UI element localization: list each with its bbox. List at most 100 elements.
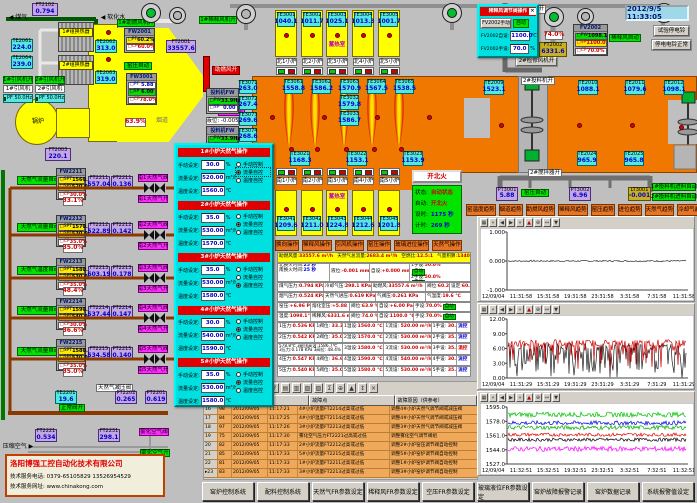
gas-radio-3-温度自控[interactable]: 温度自控 <box>236 281 270 289</box>
trend-button-2[interactable]: 烟道趋势 <box>498 204 523 216</box>
chart-tool-5[interactable]: ▲ <box>525 393 533 402</box>
gas-input-2-1[interactable]: 530.00 <box>200 225 225 236</box>
gas-radio-4-手动控制[interactable]: 手动控制 <box>236 318 270 326</box>
trend-button-7[interactable]: 天然气趋势 <box>644 204 675 216</box>
bottom-button-1[interactable]: 窑炉控制系统 <box>202 482 254 501</box>
chart-tool-4[interactable]: » <box>516 393 524 402</box>
gas-input-2-0[interactable]: 35.0 <box>200 212 225 223</box>
chart-tool-4[interactable]: » <box>516 305 524 314</box>
bottom-button-7[interactable]: 窑炉故障报警记录 <box>532 482 584 501</box>
op-button-6[interactable]: 天然气操作 <box>432 240 462 251</box>
chart-tool-1[interactable]: « <box>489 218 497 227</box>
alarm-tool-8[interactable]: ⊕ <box>336 383 345 393</box>
gas-radio-5-流量自控[interactable]: 流量自控 <box>236 378 270 386</box>
bottom-button-4[interactable]: 稀释风FR参数设定 <box>367 482 419 501</box>
gas-input-5-0[interactable]: 35.0 <box>200 370 225 380</box>
chart-tool-0[interactable]: ▦ <box>480 218 488 227</box>
op-button-1[interactable]: 换向操作 <box>275 240 300 251</box>
alarm-tool-5[interactable]: ▧ <box>303 383 312 393</box>
gas-input-3-2[interactable]: 1580.0 <box>200 291 225 301</box>
gas-input-5-1[interactable]: 530.00 <box>200 383 225 393</box>
gas-input-1-0[interactable]: 30.0 <box>200 160 225 170</box>
chart-tool-1[interactable]: « <box>489 393 497 402</box>
gas-radio-2-流量自控[interactable]: 流量自控 <box>236 221 270 229</box>
bottom-button-3[interactable]: 天然气FR参数设定 <box>312 482 364 501</box>
trend-button-5[interactable]: 窑压趋势 <box>590 204 615 216</box>
bottom-button-5[interactable]: 空压FR参数设定 <box>422 482 474 501</box>
alarm-tool-10[interactable]: ↕ <box>358 383 367 393</box>
gas-radio-4-温度自控[interactable]: 温度自控 <box>236 334 270 342</box>
gas-input-4-0[interactable]: 30.0 <box>200 317 225 328</box>
chart-tool-2[interactable]: ◀ <box>498 305 506 314</box>
gas-input-3-0[interactable]: 35.0 <box>200 265 225 275</box>
op-button-4[interactable]: 窑压操作 <box>367 240 392 251</box>
fv2002-manual-button[interactable]: FV2002手动 <box>481 19 511 28</box>
chart-tool-3[interactable]: ▶ <box>507 218 515 227</box>
alarm-tool-9[interactable]: ▲ <box>347 383 356 393</box>
gas-input-3-1[interactable]: 530.00 <box>200 278 225 288</box>
bell-normal-button[interactable]: 停电电铃正常 <box>652 40 691 50</box>
alarm-tool-11[interactable]: × <box>369 383 378 393</box>
chart-tool-6[interactable]: ⊕ <box>534 218 542 227</box>
gas-radio-1-流量自控[interactable]: 流量自控 <box>235 167 271 177</box>
alarm-tool-3[interactable]: ▤ <box>281 383 290 393</box>
trend-button-6[interactable]: 进位趋势 <box>617 204 642 216</box>
chart-tool-6[interactable]: ⊕ <box>534 393 542 402</box>
trend-button-3[interactable]: 助燃风趋势 <box>525 204 556 216</box>
chart-tool-6[interactable]: ⊕ <box>534 305 542 314</box>
close-icon[interactable]: × <box>529 8 536 15</box>
chart-tool-3[interactable]: ▶ <box>507 305 515 314</box>
chart-tool-5[interactable]: ▲ <box>525 305 533 314</box>
chart-tool-8[interactable]: ▼ <box>552 393 560 402</box>
alarm-tool-7[interactable]: Σ <box>325 383 334 393</box>
gas-radio-3-流量自控[interactable]: 流量自控 <box>236 273 270 281</box>
trend-button-4[interactable]: 稀释风趋势 <box>558 204 588 216</box>
gas-radio-5-温度自控[interactable]: 温度自控 <box>236 386 270 394</box>
chart-tool-5[interactable]: ▲ <box>525 218 533 227</box>
chart-tool-8[interactable]: ▼ <box>552 305 560 314</box>
chart-tool-1[interactable]: « <box>489 305 497 314</box>
gas-radio-5-手动控制[interactable]: 手动控制 <box>236 370 270 378</box>
bottom-button-2[interactable]: 配料控制系统 <box>257 482 309 501</box>
alarm-tool-6[interactable]: ▨ <box>314 383 323 393</box>
bottom-button-9[interactable]: 系统报警值设定 <box>642 482 694 501</box>
trend-button-1[interactable]: 窑温度趋势 <box>466 204 496 216</box>
chart-tool-8[interactable]: ▼ <box>552 218 560 227</box>
gas-input-4-1[interactable]: 540.00 <box>200 330 225 341</box>
gas-radio-3-手动控制[interactable]: 手动控制 <box>236 265 270 273</box>
op-button-2[interactable]: 稀释风操作 <box>302 240 332 251</box>
gas-radio-2-温度自控[interactable]: 温度自控 <box>236 229 270 237</box>
chart-tool-7[interactable]: ↔ <box>543 305 551 314</box>
gas-input-1-2[interactable]: 1560.0 <box>200 186 225 196</box>
chart-tool-7[interactable]: ↔ <box>543 393 551 402</box>
chart-tool-3[interactable]: ▶ <box>507 393 515 402</box>
chart-tool-2[interactable]: ◀ <box>498 393 506 402</box>
dilution-input-1[interactable]: 70.0 <box>510 44 530 54</box>
trend-button-8[interactable]: 冷却气趋势 <box>677 204 697 216</box>
alarm-tool-4[interactable]: ▥ <box>292 383 301 393</box>
op-button-3[interactable]: 引风机操作 <box>334 240 365 251</box>
gas-radio-1-温度自控[interactable]: 温度自控 <box>236 176 270 184</box>
gas-radio-2-手动控制[interactable]: 手动控制 <box>236 213 270 221</box>
gas-radio-4-流量自控[interactable]: 流量自控 <box>236 326 270 334</box>
chart-tool-4[interactable]: » <box>516 218 524 227</box>
bottom-button-8[interactable]: 窑炉数据记录 <box>587 482 639 501</box>
chart-tool-0[interactable]: ▦ <box>480 393 488 402</box>
gas-input-2-2[interactable]: 1570.0 <box>200 238 225 249</box>
dilution-input-0[interactable]: 1100.0 <box>510 31 533 41</box>
gas-radio-1-手动控制[interactable]: 手动控制 <box>236 160 270 168</box>
chart-tool-0[interactable]: ▦ <box>480 305 488 314</box>
op-button-5[interactable]: 玻璃进位操作 <box>394 240 430 251</box>
chart-tool-2[interactable]: ◀ <box>498 218 506 227</box>
gas-input-5-2[interactable]: 1580.0 <box>200 396 225 406</box>
bottom-button-6[interactable]: 玻璃液位FR参数设定 <box>477 482 529 501</box>
gas-input-4-2[interactable]: 1590.0 <box>200 343 225 354</box>
gas-input-1-1[interactable]: 520.00 <box>200 173 225 183</box>
